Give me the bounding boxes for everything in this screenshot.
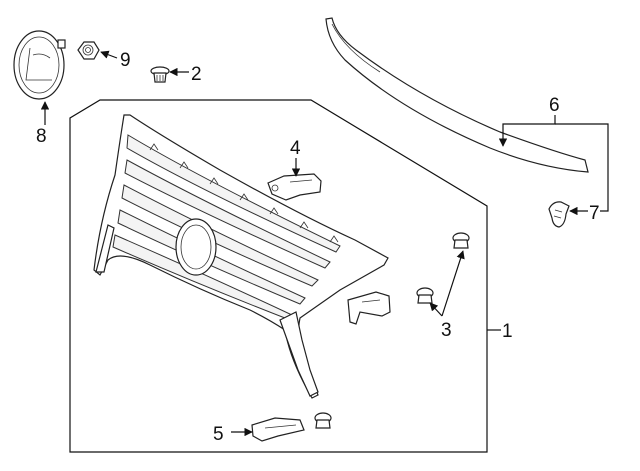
callout-6: 6 [549, 95, 560, 116]
leader-6-7-bracket [555, 123, 609, 212]
grille-assembly-icon [93, 114, 389, 399]
callout-2: 2 [191, 64, 202, 85]
callout-4: 4 [290, 138, 301, 159]
leader-6 [498, 115, 556, 147]
callout-3: 3 [441, 320, 452, 341]
callout-7: 7 [589, 203, 600, 224]
leader-3b [429, 302, 443, 317]
push-clip-icon [150, 66, 170, 83]
callout-1: 1 [502, 321, 513, 342]
nut-icon [77, 41, 100, 60]
leader-3a [441, 250, 465, 317]
callout-8: 8 [36, 126, 47, 147]
emblem-icon [13, 30, 66, 100]
bracket-icon [267, 173, 322, 201]
clip-5-icon [314, 412, 332, 429]
callout-9: 9 [120, 50, 131, 71]
callout-5: 5 [213, 424, 224, 445]
leader-9 [100, 50, 118, 59]
lower-bracket-icon [251, 417, 305, 442]
molding-strip-icon [325, 17, 589, 173]
clip-3a-icon [452, 232, 470, 249]
side-bracket-icon [347, 291, 391, 325]
clip-3b-icon [416, 287, 434, 304]
retainer-clip-icon [548, 201, 570, 228]
assembly-box [69, 99, 488, 453]
